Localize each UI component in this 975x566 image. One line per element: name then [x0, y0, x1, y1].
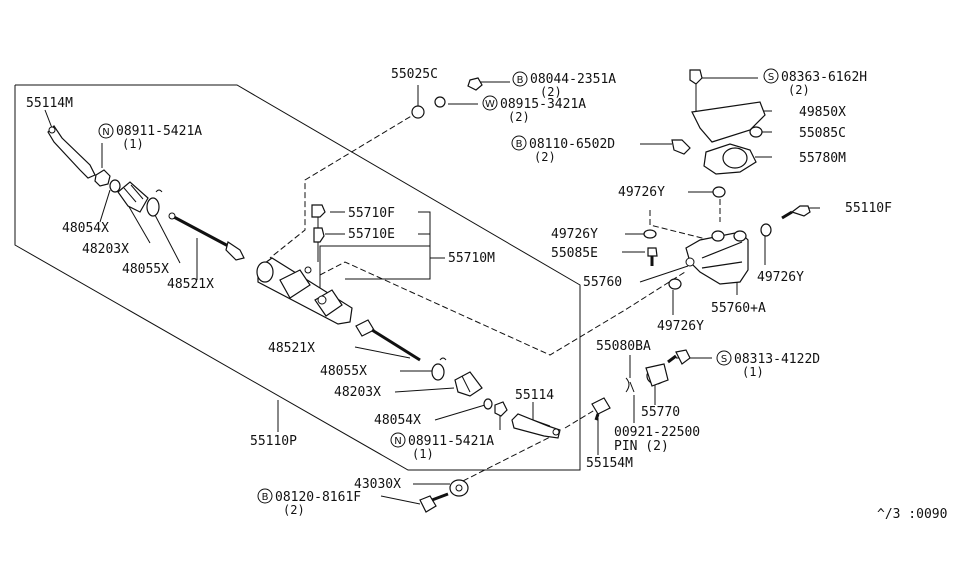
label-49726Y-right: 49726Y	[757, 270, 804, 285]
label-48054X-left: 48054X	[62, 221, 109, 236]
label-08044: 08044-2351A	[530, 72, 616, 87]
label-55760: 55760	[583, 275, 622, 290]
lock-nut-left	[94, 169, 111, 187]
bolt-55110F	[781, 205, 811, 220]
label-55085C: 55085C	[799, 126, 846, 141]
label-48203X-left: 48203X	[82, 242, 129, 257]
washer-49726Y-top	[712, 186, 726, 198]
label-55710M: 55710M	[448, 251, 495, 266]
part-labels: 55114M N 08911-5421A (1) 48054X 48203X 4…	[26, 67, 947, 522]
washer-49726Y-right	[760, 223, 772, 237]
label-55760A: 55760+A	[711, 301, 766, 316]
label-08911-right: 08911-5421A	[408, 434, 494, 449]
label-55110F: 55110F	[845, 201, 892, 216]
washer-mount	[449, 479, 469, 497]
label-08313: 08313-4122D	[734, 352, 820, 367]
label-48055X-right: 48055X	[320, 364, 367, 379]
label-55710F: 55710F	[348, 206, 395, 221]
pump-assembly	[671, 139, 757, 175]
qty-08044: (2)	[540, 85, 562, 99]
label-08915: 08915-3421A	[500, 97, 586, 112]
qty-08915: (2)	[508, 110, 530, 124]
label-08110: 08110-6502D	[529, 137, 615, 152]
qty-08313: (1)	[742, 365, 764, 379]
mount-bolt	[419, 492, 449, 513]
clip-55080BA	[625, 377, 635, 393]
diagram-code: ^/3 :0090	[877, 507, 947, 522]
leader-lines	[44, 77, 820, 505]
pump-bracket	[689, 69, 766, 143]
washer-49726Y-bottom	[668, 278, 682, 290]
gear-housing	[256, 257, 353, 325]
marker-B-bottom: B	[262, 492, 269, 503]
washer-49726Y-mid	[643, 229, 657, 239]
label-48521X-left: 48521X	[167, 277, 214, 292]
label-55114M: 55114M	[26, 96, 73, 111]
assembly-outline	[14, 84, 581, 471]
marker-N: N	[102, 127, 109, 138]
clamp-55770	[645, 363, 669, 387]
inner-socket-right	[355, 319, 421, 362]
marker-N-right: N	[394, 436, 401, 447]
label-55080BA: 55080BA	[596, 339, 651, 354]
label-55025C: 55025C	[391, 67, 438, 82]
marker-B: B	[517, 75, 524, 86]
label-55114: 55114	[515, 388, 554, 403]
marker-S: S	[768, 72, 774, 83]
qty-08363: (2)	[788, 83, 810, 97]
label-55780M: 55780M	[799, 151, 846, 166]
lock-nut-right	[494, 401, 508, 417]
label-55710E: 55710E	[348, 227, 395, 242]
marker-B-right: B	[516, 139, 523, 150]
qty-08120: (2)	[283, 503, 305, 517]
marker-W: W	[485, 99, 495, 110]
label-48054X-right: 48054X	[374, 413, 421, 428]
label-55154M: 55154M	[586, 456, 633, 471]
label-49726Y-top: 49726Y	[618, 185, 665, 200]
label-49726Y-mid: 49726Y	[551, 227, 598, 242]
label-48203X-right: 48203X	[334, 385, 381, 400]
inner-socket-left	[168, 212, 245, 261]
bracket-washer-top	[411, 77, 483, 119]
boot-left	[117, 181, 149, 213]
label-43030X: 43030X	[354, 477, 401, 492]
qty-08110: (2)	[534, 150, 556, 164]
label-08363: 08363-6162H	[781, 70, 867, 85]
boot-right	[454, 371, 483, 397]
tie-rod-end-right	[511, 413, 561, 439]
bleeder-fitting	[591, 397, 611, 421]
boot-clamp-large-left	[146, 189, 163, 217]
label-49850X: 49850X	[799, 105, 846, 120]
hose-fittings	[685, 230, 749, 285]
dashed-guides	[269, 111, 721, 486]
valve-fittings	[311, 204, 326, 262]
label-55085E: 55085E	[551, 246, 598, 261]
boot-clamp-small-left	[109, 179, 121, 193]
label-49726Y-bottom: 49726Y	[657, 319, 704, 334]
boot-clamp-small-right	[483, 398, 493, 410]
label-55110P: 55110P	[250, 434, 297, 449]
label-00921-pin: PIN (2)	[614, 439, 669, 454]
label-00921: 00921-22500	[614, 425, 700, 440]
tie-rod-end-left	[47, 125, 96, 179]
label-55770: 55770	[641, 405, 680, 420]
boot-clamp-large-right	[431, 357, 447, 381]
label-08120: 08120-8161F	[275, 490, 361, 505]
marker-S-bottom: S	[721, 354, 727, 365]
bolt-55085E	[647, 247, 658, 266]
qty-08911-left: (1)	[122, 137, 144, 151]
label-48055X-left: 48055X	[122, 262, 169, 277]
bolt-08313	[667, 349, 691, 365]
label-48521X-right: 48521X	[268, 341, 315, 356]
qty-08911-right: (1)	[412, 447, 434, 461]
label-08911-left: 08911-5421A	[116, 124, 202, 139]
